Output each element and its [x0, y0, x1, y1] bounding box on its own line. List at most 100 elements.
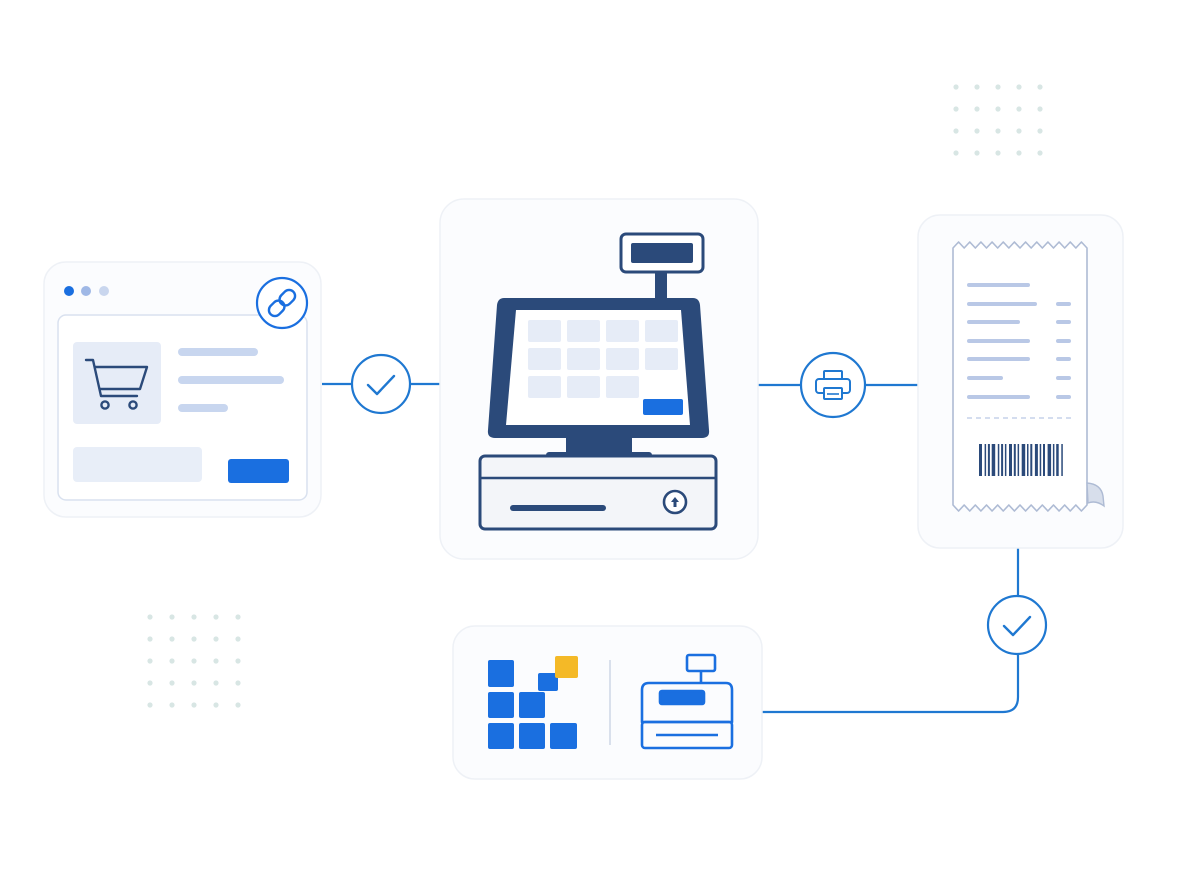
decorative-dot [169, 702, 175, 708]
decorative-dot [147, 680, 153, 686]
decorative-dot [235, 614, 241, 620]
decorative-dot [235, 702, 241, 708]
screen-grid-cell [645, 348, 678, 370]
barcode [979, 444, 1063, 476]
decorative-dot [213, 614, 219, 620]
barcode-bar [991, 444, 996, 476]
decorative-dot [191, 680, 197, 686]
receipt-icon [952, 241, 1105, 512]
receipt-line [967, 283, 1030, 287]
barcode-bar [1052, 444, 1055, 476]
connector-receipt-to-integration [762, 548, 1020, 714]
receipt-price [1056, 376, 1071, 380]
buy-button [228, 459, 289, 483]
decorative-dot [1016, 128, 1022, 134]
barcode-bar [1009, 444, 1012, 476]
decorative-dot [1016, 106, 1022, 112]
decorative-dot [213, 702, 219, 708]
window-controls [64, 286, 109, 296]
receipt-curl [1086, 482, 1105, 508]
barcode-bar [979, 444, 982, 476]
decorative-dot [995, 84, 1001, 90]
receipt-line [967, 395, 1030, 399]
decorative-dot [147, 702, 153, 708]
receipt-price [1056, 302, 1071, 306]
receipt-line [967, 320, 1020, 324]
receipt-price [1056, 320, 1071, 324]
screen-grid-cell [567, 320, 600, 342]
decorative-dot [974, 150, 980, 156]
pos-terminal-icon [478, 232, 718, 531]
shopping-cart-icon [84, 358, 149, 410]
screen-buttons-grid [528, 320, 678, 398]
screen-grid-cell [528, 320, 561, 342]
barcode-bar [1039, 444, 1042, 476]
barcode-bar [1056, 444, 1059, 476]
screen-grid-cell [567, 376, 600, 398]
product-text-lines [178, 348, 284, 412]
barcode-bar [1047, 444, 1052, 476]
decorative-dot [169, 658, 175, 664]
decorative-dot [191, 636, 197, 642]
barcode-bar [997, 444, 1000, 476]
online-store-card [43, 261, 322, 518]
screen-grid-cell [606, 348, 639, 370]
receipt-line [967, 339, 1030, 343]
receipt-price [1056, 339, 1071, 343]
decorative-dot [147, 614, 153, 620]
barcode-bar [1017, 444, 1020, 476]
decorative-dot [995, 150, 1001, 156]
decorative-dot [1016, 84, 1022, 90]
decorative-dot-grid-top [953, 84, 1043, 156]
cash-register-icon [640, 653, 734, 750]
decorative-dot [995, 106, 1001, 112]
barcode-bar [1021, 444, 1026, 476]
receipt-price [1056, 357, 1071, 361]
decorative-dot [1037, 150, 1043, 156]
decorative-dot [953, 128, 959, 134]
screen-grid-cell [567, 348, 600, 370]
screen-grid-cell [528, 376, 561, 398]
receipt-price [1056, 395, 1071, 399]
decorative-dot [953, 106, 959, 112]
decorative-dot [953, 84, 959, 90]
decorative-dot [235, 658, 241, 664]
product-image [73, 342, 161, 424]
barcode-bar [984, 444, 987, 476]
decorative-dot [1016, 150, 1022, 156]
barcode-bar [1027, 444, 1029, 476]
decorative-dot [213, 658, 219, 664]
screen-grid-cell [528, 348, 561, 370]
decorative-dot-grid-bottom [147, 614, 241, 708]
decorative-dot [213, 680, 219, 686]
brand-blocks-icon [488, 656, 578, 749]
decorative-dot [235, 636, 241, 642]
decorative-dot [169, 680, 175, 686]
decorative-dot [953, 150, 959, 156]
barcode-bar [1043, 444, 1045, 476]
decorative-dot [974, 128, 980, 134]
check-icon [986, 594, 1048, 656]
printer-icon [799, 351, 867, 419]
printed-receipt-card [917, 214, 1124, 549]
decorative-dot [147, 658, 153, 664]
decorative-dot [1037, 128, 1043, 134]
receipt-item-lines [967, 283, 1071, 399]
decorative-dot [995, 128, 1001, 134]
receipt-line [967, 302, 1037, 306]
screen-action-button [643, 399, 683, 415]
barcode-bar [1030, 444, 1033, 476]
decorative-dot [191, 658, 197, 664]
decorative-dot [191, 702, 197, 708]
barcode-bar [1004, 444, 1007, 476]
pos-terminal-card [439, 198, 759, 560]
decorative-dot [213, 636, 219, 642]
barcode-bar [1013, 444, 1016, 476]
drawer-lock-icon [662, 489, 688, 515]
decorative-dot [191, 614, 197, 620]
decorative-dot [169, 614, 175, 620]
barcode-bar [1061, 444, 1063, 476]
check-icon [350, 353, 412, 415]
